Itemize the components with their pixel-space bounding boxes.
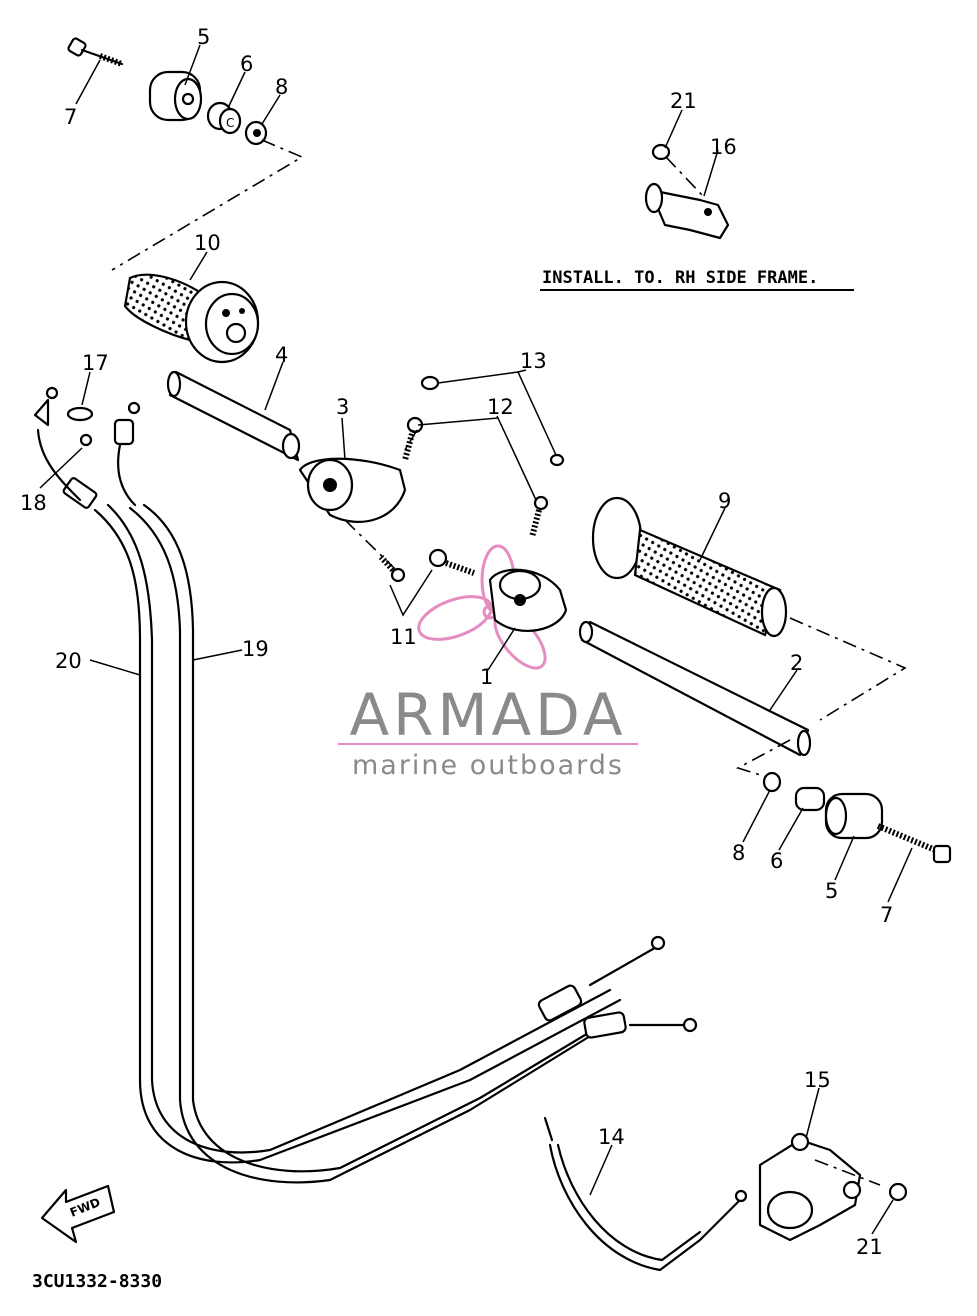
leader-lines [39, 44, 913, 1235]
callout-13: 13 [520, 349, 547, 373]
callout-21-top: 21 [670, 89, 697, 113]
callout-4: 4 [275, 343, 288, 367]
cable-19-20-bundle [36, 428, 698, 1184]
collar-6-bottom [794, 786, 826, 812]
callout-6-top: 6 [240, 52, 253, 76]
callout-21-bottom: 21 [856, 1235, 883, 1259]
callout-8-top: 8 [275, 75, 288, 99]
weight-5-bottom [824, 792, 884, 840]
callout-19: 19 [242, 637, 269, 661]
callout-2: 2 [790, 651, 803, 675]
bolt-7-top [67, 37, 124, 67]
callout-18: 18 [20, 491, 47, 515]
cable-end-17 [33, 386, 94, 447]
cable-14 [543, 1116, 748, 1272]
lever-assembly-15 [758, 1132, 908, 1242]
callout-1: 1 [480, 665, 493, 689]
callout-20: 20 [55, 649, 82, 673]
callout-5-top: 5 [197, 25, 210, 49]
bolt-7-bottom [876, 823, 952, 864]
watermark-tagline: marine outboards [352, 750, 624, 781]
svg-text:C: C [226, 116, 234, 130]
collar-6-top: C [206, 101, 242, 135]
callout-7-top: 7 [64, 105, 77, 129]
grip-10 [123, 273, 260, 364]
callout-numbers: 5 6 8 7 10 4 3 13 12 9 2 1 11 17 18 20 1… [20, 25, 893, 1259]
throttle-housing-1 [488, 568, 568, 632]
tube-4 [166, 370, 301, 462]
nut-8-bottom [762, 771, 782, 793]
callout-16: 16 [710, 135, 737, 159]
callout-9: 9 [718, 489, 731, 513]
grip-9 [591, 496, 788, 638]
screw-13-right [549, 453, 565, 467]
armada-watermark: ARMADA marine outboards [338, 544, 638, 781]
diagram-code: 3CU1332-8330 [32, 1271, 162, 1292]
screw-13-left [420, 375, 440, 391]
callout-17: 17 [82, 351, 109, 375]
bracket-16 [644, 143, 730, 240]
callout-6-bottom: 6 [770, 849, 783, 873]
screw-11-right [428, 548, 476, 576]
callout-14: 14 [598, 1125, 625, 1149]
throttle-housing-3 [298, 457, 407, 523]
callout-10: 10 [194, 231, 221, 255]
fwd-arrow-icon: FWD [40, 1184, 116, 1244]
callout-11: 11 [390, 625, 417, 649]
cable-end-18-adjuster [62, 401, 141, 509]
tube-2 [578, 620, 812, 757]
callout-3: 3 [336, 395, 349, 419]
screw-11-left [378, 554, 406, 583]
callout-15: 15 [804, 1068, 831, 1092]
callout-7-bottom: 7 [880, 903, 893, 927]
callout-5-bottom: 5 [825, 879, 838, 903]
install-note: INSTALL. TO. RH SIDE FRAME. [542, 268, 818, 288]
screw-12-right [529, 495, 549, 538]
weight-5-top [148, 70, 203, 122]
callout-8-bottom: 8 [732, 841, 745, 865]
nut-8-top [244, 120, 268, 146]
callout-12: 12 [487, 395, 514, 419]
watermark-brand: ARMADA [349, 681, 626, 749]
